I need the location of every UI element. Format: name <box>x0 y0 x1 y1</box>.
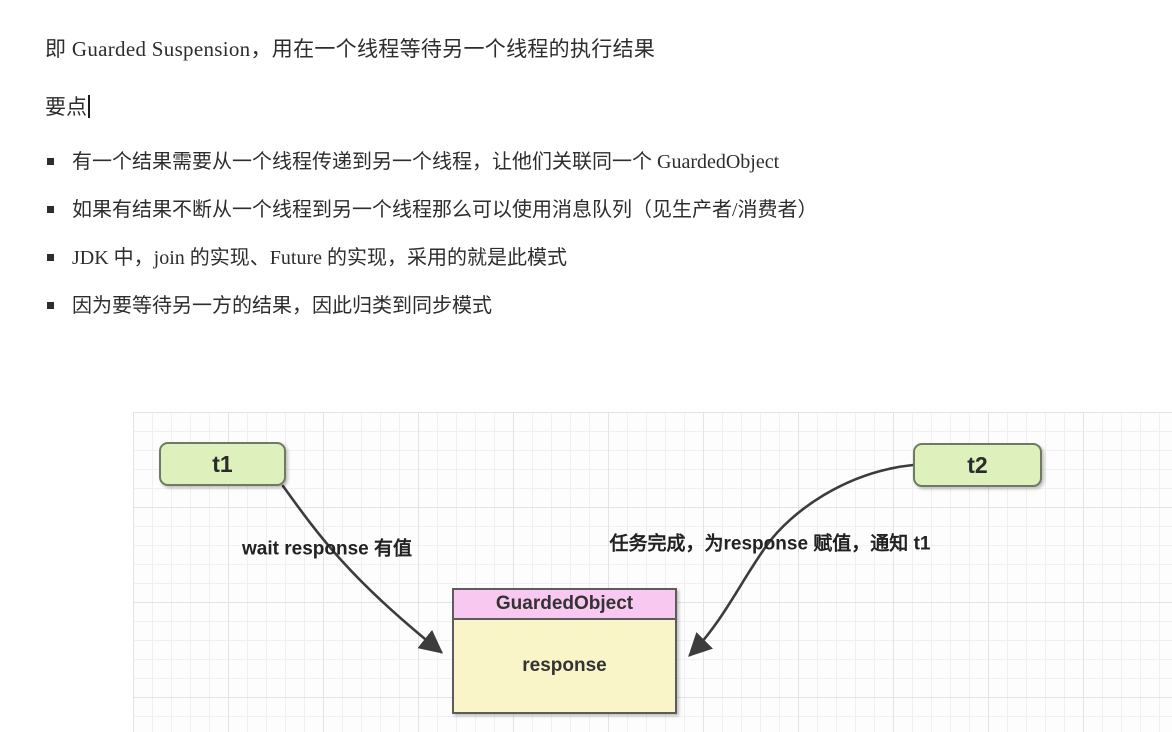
key-points-list: 有一个结果需要从一个线程传递到另一个线程，让他们关联同一个 GuardedObj… <box>45 150 1025 342</box>
thread-node-t1: t1 <box>159 442 286 486</box>
bullet-square-icon <box>47 158 54 165</box>
edge-label-wait-response: wait response 有值 <box>242 538 412 560</box>
guarded-object-node: GuardedObject response <box>452 588 677 714</box>
list-item: 如果有结果不断从一个线程到另一个线程那么可以使用消息队列（见生产者/消费者） <box>45 198 1025 222</box>
list-item-text: JDK 中，join 的实现、Future 的实现，采用的就是此模式 <box>72 247 567 269</box>
list-item: 有一个结果需要从一个线程传递到另一个线程，让他们关联同一个 GuardedObj… <box>45 150 1025 174</box>
thread-node-label: t1 <box>212 450 233 477</box>
thread-node-label: t2 <box>967 451 988 478</box>
list-item-text: 如果有结果不断从一个线程到另一个线程那么可以使用消息队列（见生产者/消费者） <box>72 199 818 221</box>
list-item-text: 因为要等待另一方的结果，因此归类到同步模式 <box>72 295 492 317</box>
bullet-square-icon <box>47 206 54 213</box>
bullet-square-icon <box>47 254 54 261</box>
list-item-text: 有一个结果需要从一个线程传递到另一个线程，让他们关联同一个 GuardedObj… <box>72 151 780 173</box>
guarded-object-field: response <box>454 620 675 712</box>
list-item: 因为要等待另一方的结果，因此归类到同步模式 <box>45 294 1025 318</box>
arrow-t1-to-guarded <box>281 484 444 654</box>
guarded-suspension-diagram: t1 t2 GuardedObject response wait respon… <box>133 412 1172 732</box>
section-heading: 要点 <box>45 91 90 121</box>
arrow-t2-to-guarded <box>688 463 915 657</box>
diagram-arrows <box>281 463 915 657</box>
thread-node-t2: t2 <box>913 443 1042 487</box>
section-heading-text: 要点 <box>45 95 87 119</box>
text-caret <box>88 94 90 118</box>
intro-text: 即 Guarded Suspension，用在一个线程等待另一个线程的执行结果 <box>45 37 656 61</box>
edge-label-task-complete: 任务完成，为response 赋值，通知 t1 <box>609 533 931 555</box>
bullet-square-icon <box>47 302 54 309</box>
guarded-object-title: GuardedObject <box>454 590 675 620</box>
list-item: JDK 中，join 的实现、Future 的实现，采用的就是此模式 <box>45 246 1025 270</box>
